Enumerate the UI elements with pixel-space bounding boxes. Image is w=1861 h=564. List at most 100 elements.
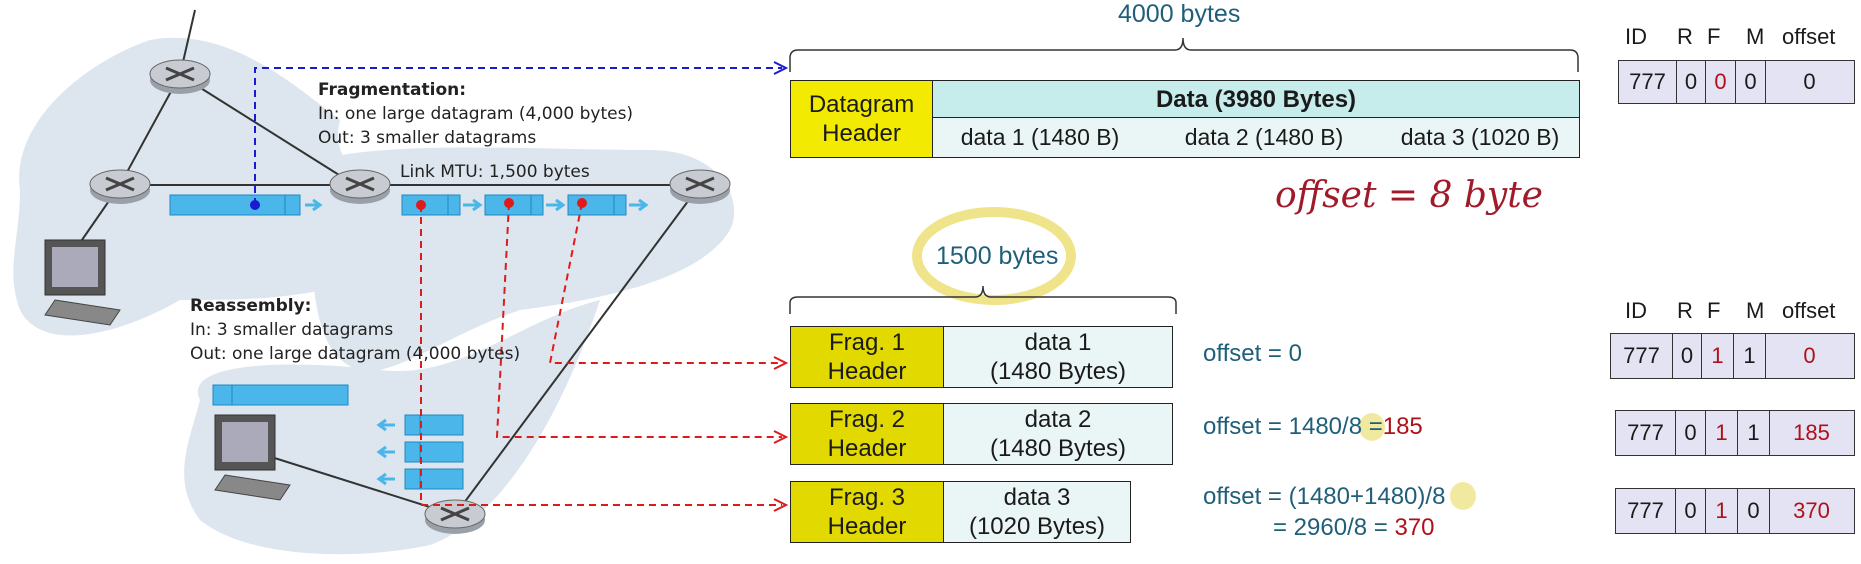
router-icon <box>149 59 211 94</box>
data-part-2: data 2 (1480 B) <box>1147 117 1382 158</box>
reassembly-text: Reassembly: In: 3 smaller datagrams Out:… <box>190 294 520 366</box>
field-id: 777 <box>1616 489 1676 533</box>
field-offset: 0 <box>1803 343 1816 368</box>
frag3-header: Frag. 3 Header <box>790 481 944 543</box>
col-r-header: R <box>1677 298 1693 323</box>
col-id-header: ID <box>1625 24 1647 49</box>
fragmentation-out: Out: 3 smaller datagrams <box>318 128 537 148</box>
frag1-bytes-num: 1480 <box>997 358 1052 385</box>
highlight-circle <box>912 207 1076 305</box>
data-part-3: data 3 (1020 B) <box>1381 117 1580 158</box>
frag3-data-line1: data 3 <box>1003 484 1071 511</box>
reassembly-fragment-packet <box>376 441 464 463</box>
frag2-offset-eq: = <box>1362 413 1383 440</box>
frag3-offset-part-a: offset = (1480+1480)/ <box>1203 483 1433 510</box>
reassembly-fragment-packet <box>376 414 464 436</box>
field-offset: 370 <box>1793 498 1830 523</box>
field-f: 1 <box>1706 489 1738 533</box>
frag2-header: Frag. 2 Header <box>790 403 944 465</box>
small-datagram-packet <box>484 194 566 216</box>
frag2-offset-formula: offset = 1480/8 =185 <box>1203 413 1423 441</box>
field-f: 0 <box>1706 61 1736 103</box>
size-4000-label: 4000 bytes <box>1118 0 1241 28</box>
router-icon <box>424 499 486 534</box>
frag3-data: data 3 (1020 Bytes) <box>943 481 1131 543</box>
field-r: 0 <box>1673 334 1702 378</box>
field-r: 0 <box>1677 61 1706 103</box>
offset-handwritten-note: offset = 8 byte <box>1275 175 1543 216</box>
field-id: 777 <box>1611 334 1673 378</box>
small-datagram-packet <box>401 194 483 216</box>
frag3-fields-row: 777 0 1 0 370 <box>1615 488 1855 534</box>
data-title-cell: Data (3980 Bytes) <box>932 80 1580 118</box>
reassembly-title: Reassembly: <box>190 296 312 316</box>
field-r: 0 <box>1676 489 1706 533</box>
fragmentation-text: Fragmentation: In: one large datagram (4… <box>318 78 633 150</box>
router-icon <box>329 169 391 204</box>
reassembled-datagram-packet <box>212 384 349 406</box>
frag3-paren: ( <box>968 513 977 540</box>
frag3-data-line2: (1020 Bytes) <box>969 512 1105 541</box>
field-m: 0 <box>1736 61 1766 103</box>
frag1-bytes-unit: Bytes) <box>1051 358 1127 385</box>
brace-1500 <box>789 285 1177 314</box>
frag3-bytes-unit: Bytes) <box>1030 513 1106 540</box>
data-part-1: data 1 (1480 B) <box>932 117 1148 158</box>
red-dashed-arrow <box>548 202 782 364</box>
col-offset-header: offset <box>1782 298 1836 323</box>
frag1-data-line2: (1480 Bytes) <box>990 357 1126 386</box>
frag2-paren: ( <box>989 435 998 462</box>
col-m-header: M <box>1746 298 1765 323</box>
frag1-data: data 1 (1480 Bytes) <box>943 326 1173 388</box>
col-m-header: M <box>1746 24 1765 49</box>
frag1-offset-formula: offset = 0 <box>1203 340 1302 367</box>
large-datagram-packet <box>169 194 323 216</box>
frag3-bytes-num: 1020 <box>976 513 1031 540</box>
reassembly-fragment-packet <box>376 468 464 490</box>
frag1-fields-row: 777 0 1 1 0 <box>1610 333 1855 379</box>
field-r: 0 <box>1676 411 1706 455</box>
field-id: 777 <box>1616 411 1676 455</box>
frag2-header-line1: Frag. 2 <box>828 406 906 433</box>
frag1-paren: ( <box>989 358 998 385</box>
datagram-header: Datagram Header <box>790 80 933 158</box>
field-m: 1 <box>1738 411 1770 455</box>
brace-4000 <box>789 37 1579 72</box>
frag3-header-line2: Header <box>827 513 907 540</box>
fragmentation-in: In: one large datagram (4,000 bytes) <box>318 104 634 124</box>
network-cloud-bottom <box>184 300 601 555</box>
field-id: 777 <box>1619 61 1677 103</box>
frag1-data-line1: data 1 <box>1024 329 1092 356</box>
field-offset: 185 <box>1793 420 1830 445</box>
frag2-header-line2: Header <box>827 435 907 462</box>
original-fields-row: 777 0 0 0 0 <box>1618 60 1855 104</box>
field-m: 1 <box>1734 334 1766 378</box>
frag3-offset-line2: = 2960/8 = 370 <box>1273 514 1435 542</box>
frag2-data-line1: data 2 <box>1024 406 1092 433</box>
frag3-offset-formula: offset = (1480+1480)/8 <box>1203 483 1445 511</box>
frag2-data: data 2 (1480 Bytes) <box>943 403 1173 465</box>
blue-dashed-arrow <box>254 67 782 205</box>
field-f: 1 <box>1702 334 1734 378</box>
frag2-bytes-unit: Bytes) <box>1051 435 1127 462</box>
datagram-header-line1: Datagram <box>808 91 915 118</box>
col-r-header: R <box>1677 24 1693 49</box>
frag2-fields-row: 777 0 1 1 185 <box>1615 410 1855 456</box>
col-offset-header: offset <box>1782 24 1836 49</box>
frag2-offset-divisor: 8 <box>1348 413 1363 440</box>
field-f: 1 <box>1706 411 1738 455</box>
frag2-bytes-num: 1480 <box>997 435 1052 462</box>
col-f-header: F <box>1707 24 1721 49</box>
frag1-header-line2: Header <box>827 358 907 385</box>
field-m: 0 <box>1738 489 1770 533</box>
link-mtu-label: Link MTU: 1,500 bytes <box>400 162 590 182</box>
col-f-header: F <box>1707 298 1721 323</box>
frag2-offset-part-a: offset = 1480/ <box>1203 413 1349 440</box>
reassembly-in: In: 3 smaller datagrams <box>190 320 394 340</box>
fragmentation-title: Fragmentation: <box>318 80 467 100</box>
frag3-offset-divisor: 8 <box>1432 483 1446 510</box>
frag2-data-line2: (1480 Bytes) <box>990 434 1126 463</box>
frag1-header: Frag. 1 Header <box>790 326 944 388</box>
router-icon <box>89 169 151 204</box>
